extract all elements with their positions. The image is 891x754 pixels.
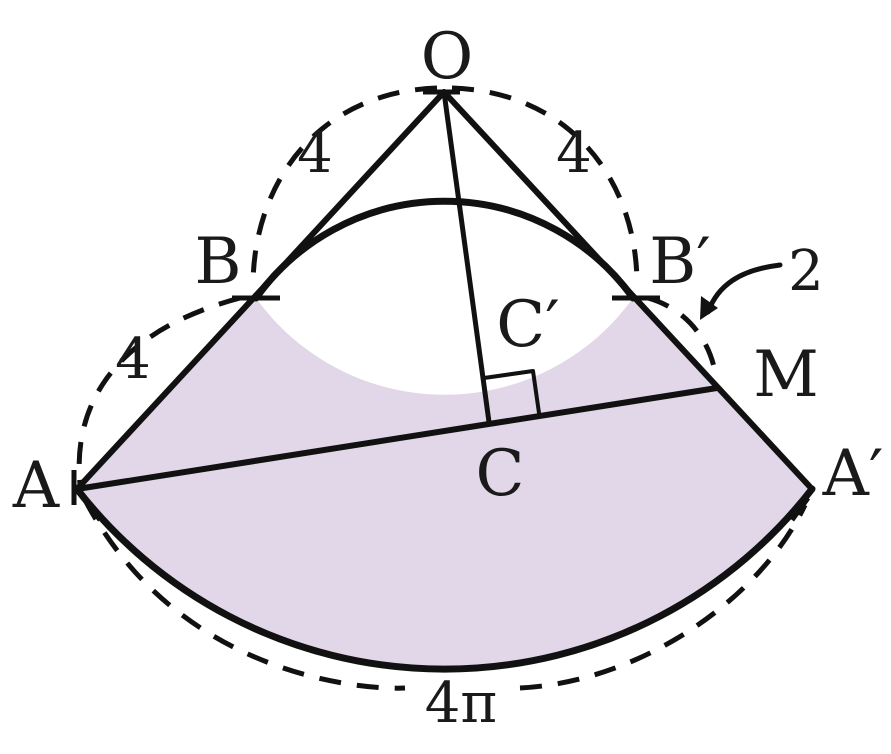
label-C: C xyxy=(476,437,525,511)
dashed-arc-AA-prime-right xyxy=(519,503,808,691)
label-C-prime: C′ xyxy=(496,288,560,362)
label-B: B xyxy=(194,225,241,299)
segment-OC xyxy=(441,89,492,425)
dashed-arc-OB-prime xyxy=(451,85,640,283)
shaded-annular-sector xyxy=(77,298,812,670)
right-angle-marker xyxy=(482,369,541,415)
callout-arrowhead xyxy=(700,296,718,320)
dashed-arc-OB xyxy=(250,85,438,283)
label-A-prime: A′ xyxy=(822,437,884,511)
label-O: O xyxy=(421,20,473,94)
length-BA: 4 xyxy=(115,327,151,392)
dashed-arc-AA-prime xyxy=(82,498,406,691)
length-OB-prime: 4 xyxy=(556,121,592,186)
segment-AM xyxy=(74,385,720,492)
label-B-prime: B′ xyxy=(649,225,711,299)
label-M: M xyxy=(753,338,819,412)
dashed-arc-B-prime-M xyxy=(647,295,719,379)
arc-length-AA-prime: 4π xyxy=(425,671,497,736)
length-B-prime-M: 2 xyxy=(788,239,824,304)
callout-arrow xyxy=(705,262,783,315)
label-A: A xyxy=(12,449,60,523)
length-OB: 4 xyxy=(297,121,333,186)
outer-arc-AA-prime xyxy=(73,485,816,673)
inner-arc-BB-prime xyxy=(252,197,637,302)
dashed-arc-BA xyxy=(76,295,241,485)
